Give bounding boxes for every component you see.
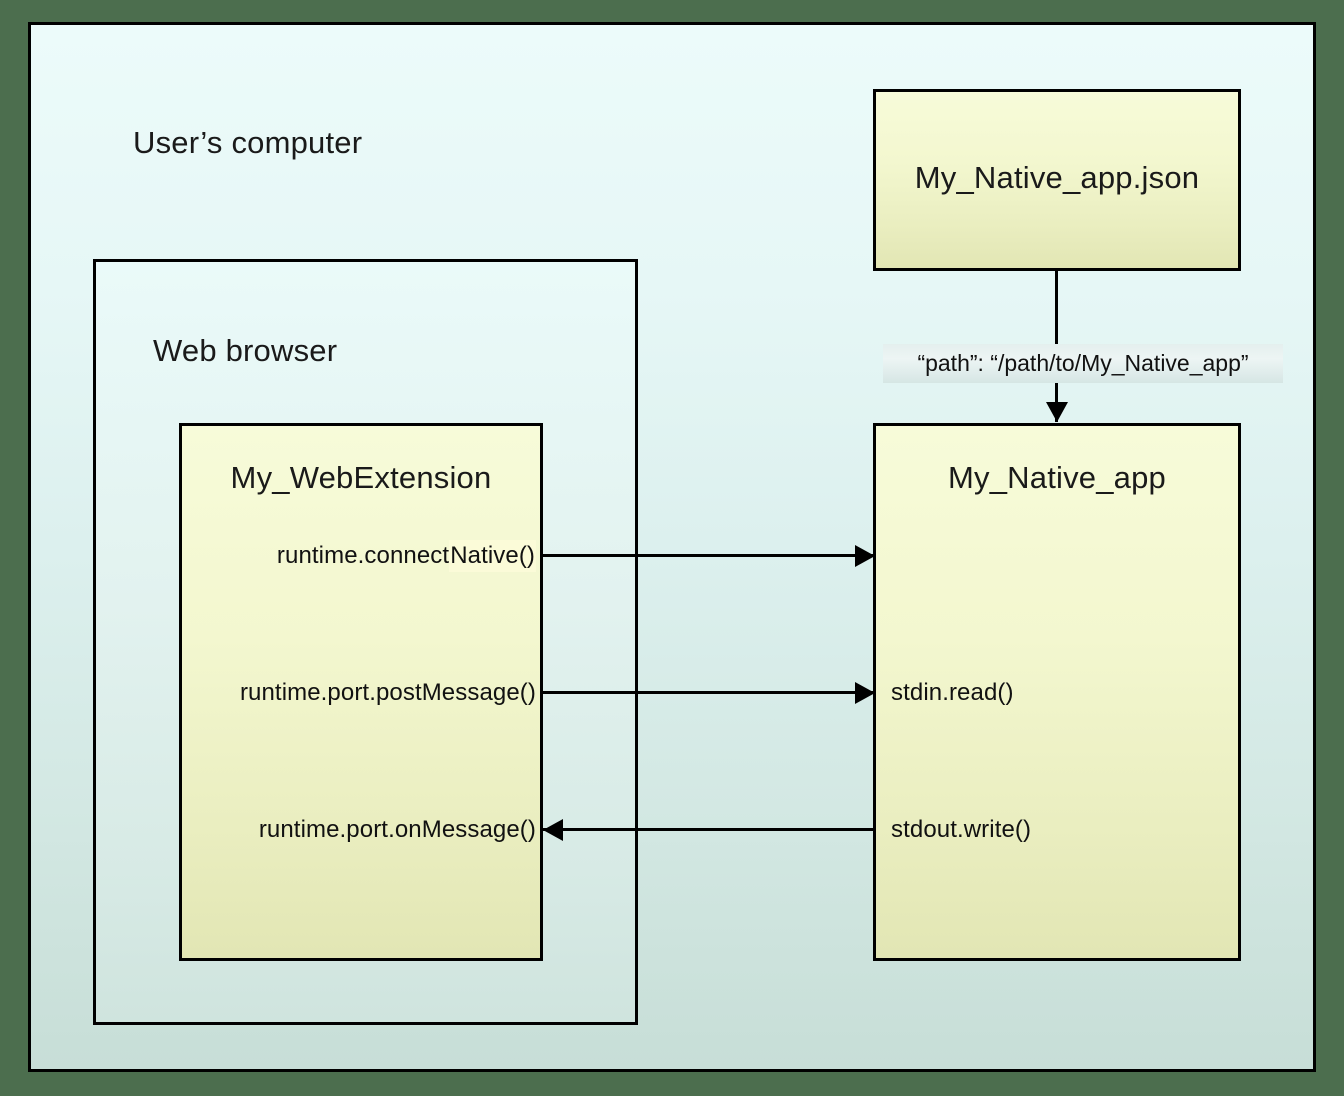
arrow-connect-native-line — [541, 554, 875, 557]
my-webextension-title: My_WebExtension — [230, 460, 492, 495]
arrow-post-message-head-icon — [855, 682, 875, 704]
manifest-path-annotation: “path”: “/path/to/My_Native_app” — [883, 344, 1283, 383]
arrow-on-message-line — [543, 828, 875, 831]
api-label-on-message: runtime.port.onMessage() — [258, 816, 536, 843]
web-browser-label: Web browser — [153, 333, 338, 368]
my-webextension-box: My_WebExtension — [179, 423, 543, 961]
manifest-connector-upper — [1055, 271, 1058, 347]
my-native-app-box: My_Native_app — [873, 423, 1241, 961]
arrow-post-message-line — [541, 691, 875, 694]
manifest-json-title: My_Native_app.json — [914, 160, 1200, 195]
users-computer-label: User’s computer — [133, 125, 363, 160]
arrow-on-message-head-icon — [543, 819, 563, 841]
my-native-app-title: My_Native_app — [948, 460, 1166, 495]
api-label-post-message: runtime.port.postMessage() — [239, 679, 536, 706]
manifest-connector-arrowhead-icon — [1046, 402, 1068, 422]
api-label-connect-native-prefix: runtime.connect — [276, 542, 450, 569]
users-computer-region: User’s computer Web browser My_WebExtens… — [28, 22, 1316, 1072]
api-label-stdin-read: stdin.read() — [891, 679, 1014, 706]
arrow-connect-native-head-icon — [855, 545, 875, 567]
api-label-connect-native-highlight: Native() — [449, 540, 536, 572]
api-label-stdout-write: stdout.write() — [891, 816, 1032, 843]
manifest-json-box: My_Native_app.json — [873, 89, 1241, 271]
manifest-path-text: “path”: “/path/to/My_Native_app” — [917, 350, 1249, 376]
api-label-connect-native: runtime.connectNative() — [181, 540, 536, 572]
